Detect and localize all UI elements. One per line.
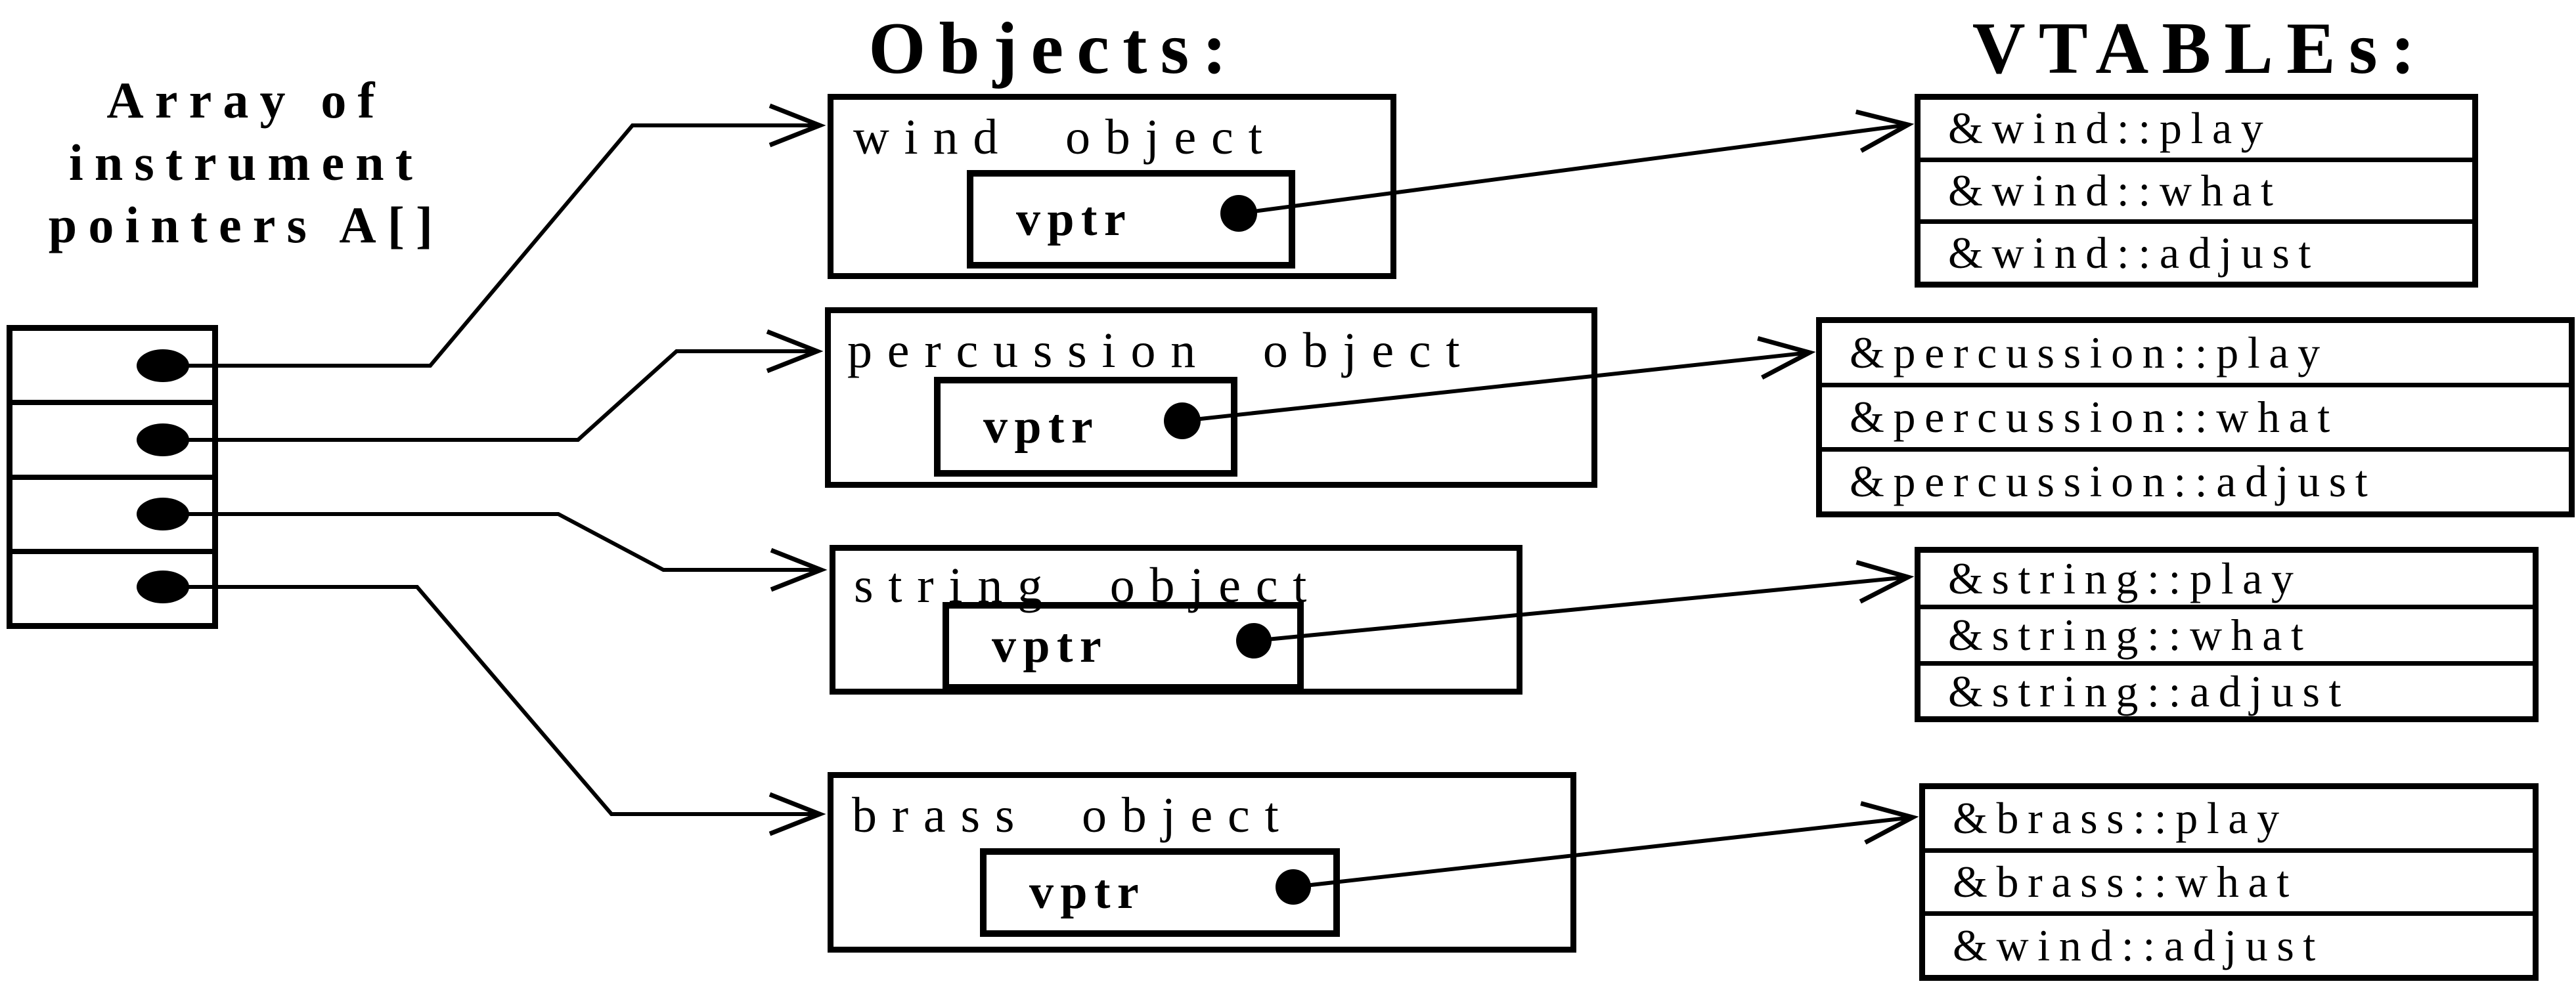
vtable-row-label: &wind::play bbox=[1948, 103, 2273, 154]
vtable-row: &string::adjust bbox=[1921, 666, 2533, 718]
object-box-string: string object vptr bbox=[830, 545, 1522, 695]
object-box-brass: brass object vptr bbox=[828, 772, 1576, 953]
array-pointer-line-string bbox=[163, 512, 828, 592]
vptr-label: vptr bbox=[1029, 865, 1146, 919]
vtable-row: &wind::play bbox=[1921, 100, 2472, 162]
array-label-line-1: Array of bbox=[106, 72, 386, 129]
vtable-row: &percussion::adjust bbox=[1822, 452, 2569, 511]
vtable-row-label: &brass::play bbox=[1953, 793, 2288, 844]
vtable-row-label: &percussion::adjust bbox=[1850, 456, 2377, 506]
array-box bbox=[7, 325, 218, 629]
vtable-row: &wind::adjust bbox=[1925, 916, 2533, 975]
object-label: brass object bbox=[852, 788, 1294, 843]
array-cell-4 bbox=[12, 554, 212, 623]
vptr-label: vptr bbox=[1016, 192, 1133, 246]
vtable-row: &percussion::what bbox=[1822, 387, 2569, 452]
vtable-percussion: &percussion::play &percussion::what &per… bbox=[1816, 317, 2575, 517]
vtable-row-label: &string::adjust bbox=[1948, 666, 2350, 716]
vtable-row: &brass::play bbox=[1925, 789, 2533, 853]
vtable-row-label: &brass::what bbox=[1953, 857, 2298, 907]
vtable-brass: &brass::play &brass::what &wind::adjust bbox=[1919, 783, 2539, 981]
vtable-row: &percussion::play bbox=[1822, 323, 2569, 387]
array-pointer-line-brass bbox=[163, 585, 826, 836]
vtable-row: &wind::what bbox=[1921, 162, 2472, 225]
vptr-box: vptr bbox=[967, 170, 1295, 269]
array-pointer-line-percussion bbox=[163, 329, 824, 442]
vptr-box: vptr bbox=[943, 602, 1304, 691]
vtable-row-label: &string::what bbox=[1948, 610, 2313, 660]
objects-header: Objects: bbox=[868, 8, 1240, 89]
array-cell-3 bbox=[12, 480, 212, 554]
object-box-wind: wind object vptr bbox=[828, 94, 1396, 279]
object-label: wind object bbox=[853, 110, 1277, 165]
vtable-row-label: &string::play bbox=[1948, 553, 2303, 603]
array-cell-2 bbox=[12, 405, 212, 480]
vtable-row-label: &wind::adjust bbox=[1948, 227, 2320, 278]
array-label-line-2: instrument bbox=[69, 134, 424, 191]
vptr-box: vptr bbox=[934, 377, 1237, 477]
array-label: Array of instrument pointers A[] bbox=[3, 69, 489, 256]
vtable-wind: &wind::play &wind::what &wind::adjust bbox=[1915, 94, 2478, 288]
vtable-row: &string::what bbox=[1921, 609, 2533, 666]
vptr-label: vptr bbox=[983, 399, 1100, 454]
array-label-line-3: pointers A[] bbox=[48, 196, 445, 253]
vtable-row-label: &percussion::what bbox=[1850, 392, 2339, 442]
vtables-header: VTABLEs: bbox=[1972, 8, 2429, 89]
object-box-percussion: percussion object vptr bbox=[825, 307, 1597, 488]
vtable-row-label: &wind::adjust bbox=[1953, 920, 2324, 970]
vptr-label: vptr bbox=[992, 619, 1109, 673]
vtable-row-label: &percussion::play bbox=[1850, 328, 2329, 377]
vtable-row: &string::play bbox=[1921, 553, 2533, 609]
vtable-row-label: &wind::what bbox=[1948, 165, 2282, 215]
object-label: percussion object bbox=[847, 323, 1475, 378]
vtable-string: &string::play &string::what &string::adj… bbox=[1915, 547, 2539, 722]
vtable-row: &brass::what bbox=[1925, 853, 2533, 917]
vtable-row: &wind::adjust bbox=[1921, 224, 2472, 282]
array-cell-1 bbox=[12, 331, 212, 406]
vptr-box: vptr bbox=[980, 848, 1340, 937]
